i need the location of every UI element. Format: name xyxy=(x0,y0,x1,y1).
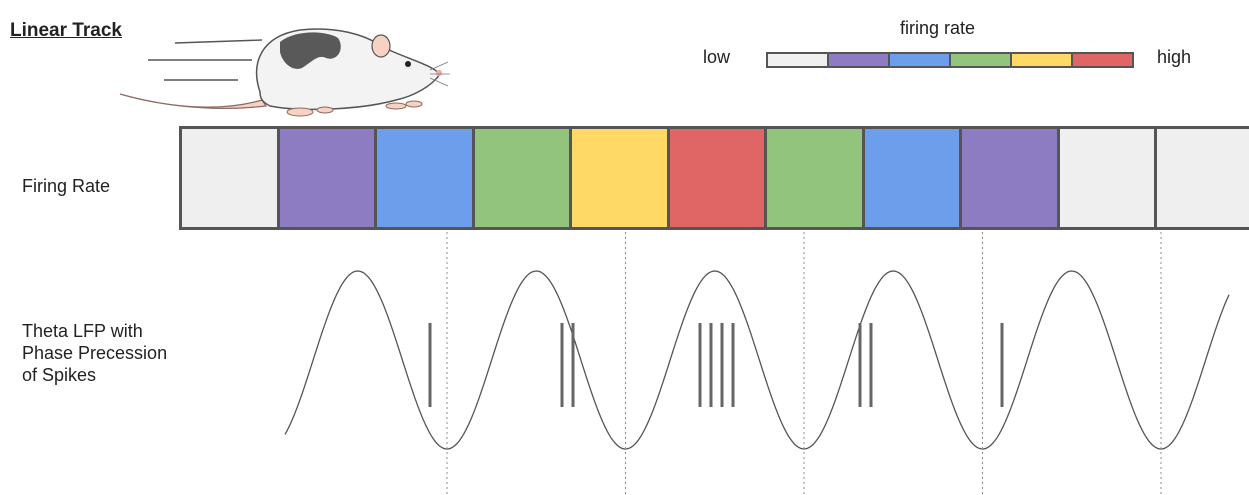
firing-rate-label: Firing Rate xyxy=(22,176,111,196)
track-cell xyxy=(669,129,767,227)
legend-color-scale xyxy=(766,52,1134,68)
track-cell xyxy=(572,129,670,227)
mouse-nose xyxy=(436,70,442,76)
theta-label: Theta LFP with Phase Precession of Spike… xyxy=(22,320,167,386)
legend-color-cell xyxy=(890,54,951,66)
track-cell xyxy=(474,129,572,227)
page-title: Linear Track xyxy=(10,20,122,41)
track-cell xyxy=(1157,129,1249,227)
mouse-foot xyxy=(405,100,423,108)
theta-label-line: Theta LFP with xyxy=(22,321,143,341)
track-cell xyxy=(1059,129,1157,227)
track-cell xyxy=(864,129,962,227)
theta-label-line: of Spikes xyxy=(22,365,97,385)
theta-wave xyxy=(284,270,1230,450)
motion-line xyxy=(174,39,263,44)
legend-color-cell xyxy=(1073,54,1132,66)
track-cell xyxy=(182,129,280,227)
legend-high-label: high xyxy=(1157,47,1192,67)
mouse-foot xyxy=(316,106,334,114)
mouse-ear xyxy=(371,34,391,58)
mouse-tail xyxy=(119,93,268,109)
mouse-patch xyxy=(280,32,341,69)
mouse-foot xyxy=(385,102,407,110)
track-cell xyxy=(279,129,377,227)
mouse-foot xyxy=(286,107,314,117)
track-cell xyxy=(377,129,475,227)
legend-color-cell xyxy=(951,54,1012,66)
mouse-eye xyxy=(405,61,411,67)
legend-low-label: low xyxy=(703,47,731,67)
legend-color-cell xyxy=(1012,54,1073,66)
legend-color-cell xyxy=(768,54,829,66)
mouse-illustration xyxy=(119,28,450,117)
track-cell xyxy=(767,129,865,227)
firing-rate-track xyxy=(179,126,1249,230)
legend-color-cell xyxy=(829,54,890,66)
track-cell xyxy=(962,129,1060,227)
legend-title: firing rate xyxy=(900,18,976,38)
theta-label-line: Phase Precession xyxy=(22,343,168,363)
